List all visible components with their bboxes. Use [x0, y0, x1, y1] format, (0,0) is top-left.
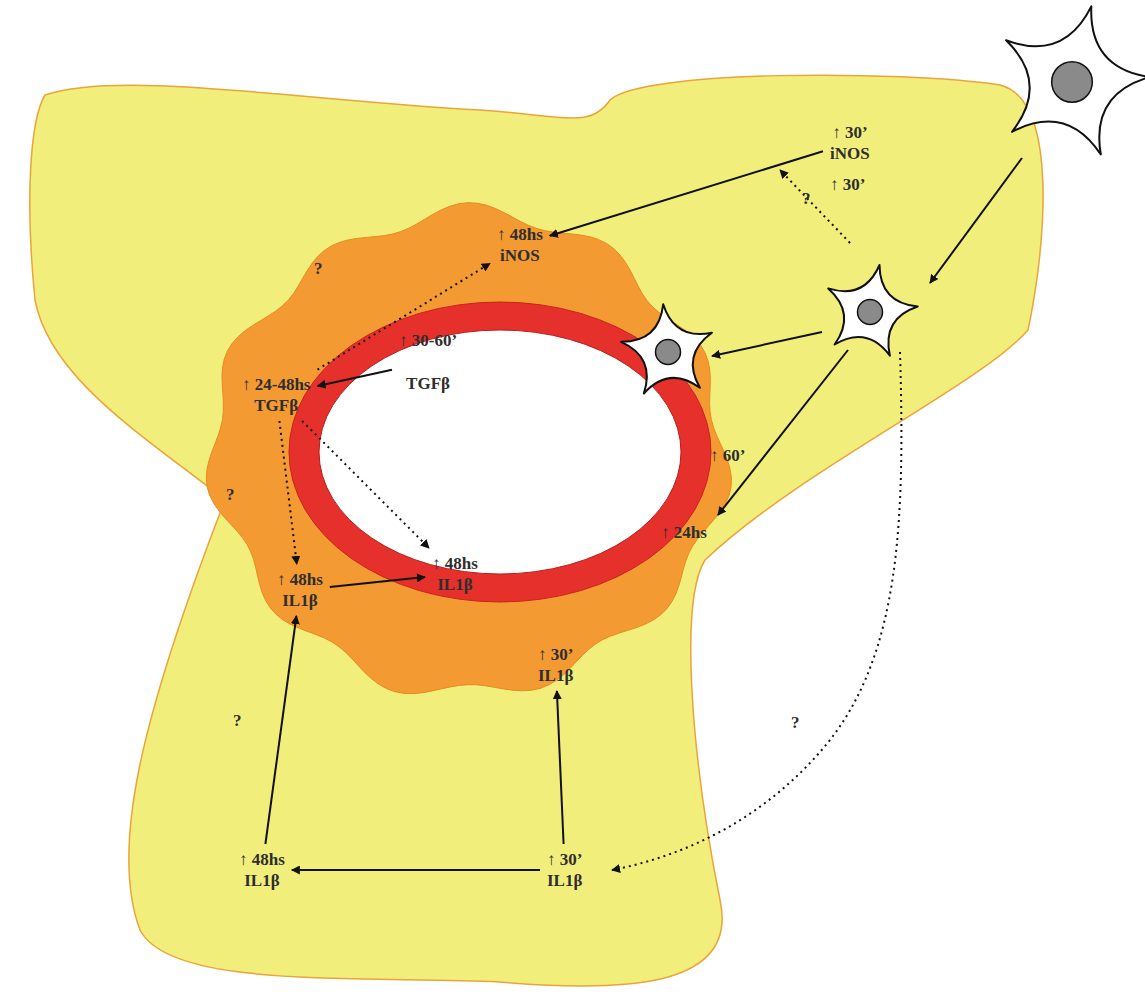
molecule-label: IL1β [239, 870, 285, 891]
cell [828, 265, 918, 356]
cell-arrows [612, 158, 1022, 870]
dotted-arrow [302, 421, 429, 548]
dotted-arrow [279, 421, 296, 564]
question-mark: ? [791, 712, 800, 733]
cell-nucleus [858, 300, 883, 325]
cell-arrow [718, 350, 848, 515]
solid-arrow [557, 691, 564, 844]
molecule-label: IL1β [538, 665, 573, 686]
white-lumen [319, 330, 681, 574]
molecule-label: TGFβ [242, 395, 310, 416]
molecule-label: IL1β [432, 574, 478, 595]
time-label: ↑ 60’ [710, 445, 745, 466]
label-node: ↑ 30’IL1β [543, 847, 586, 893]
cell [1006, 6, 1145, 154]
cell-body [828, 265, 918, 356]
time-label: ↑ 24-48hs [242, 374, 310, 395]
cell [621, 304, 712, 393]
question-mark: ? [233, 710, 242, 731]
cell-arrow [930, 158, 1022, 283]
question-mark: ? [314, 258, 323, 279]
time-label: ↑ 30’ [830, 174, 865, 195]
solid-arrow [318, 370, 393, 386]
time-label: ↑ 48hs [497, 224, 543, 245]
red-ring [289, 302, 711, 602]
molecule-label: iNOS [830, 143, 870, 164]
time-label: ↑ 48hs [432, 553, 478, 574]
label-node: ↑ 48hsIL1β [273, 567, 327, 613]
label-node: ↑ 30’IL1β [534, 642, 577, 688]
molecule-label: IL1β [547, 870, 582, 891]
time-label: ↑ 30-60’ [399, 330, 457, 351]
time-label: ↑ 24hs [661, 522, 707, 543]
cell-nucleus [1052, 62, 1093, 103]
question-mark: ? [802, 188, 811, 209]
label-node: ↑ 48hsIL1β [428, 551, 482, 597]
molecule-label: TGFβ [399, 373, 457, 394]
molecule-label: IL1β [277, 590, 323, 611]
label-node: ↑ 48hsIL1β [235, 847, 289, 893]
cell-arrow [712, 332, 822, 356]
time-label: ↑ 30’ [830, 122, 870, 143]
cell-body [621, 304, 712, 393]
solid-arrow [550, 151, 823, 236]
time-label: ↑ 30’ [538, 644, 573, 665]
label-node: ↑ 48hsiNOS [493, 222, 547, 268]
solid-arrow [330, 577, 425, 587]
solid-arrow [265, 616, 296, 844]
time-label: ↑ 48hs [239, 849, 285, 870]
label-node: ↑ 30’iNOS [826, 120, 874, 166]
label-node: ↑ 24-48hsTGFβ [238, 372, 314, 418]
orange-region [206, 203, 731, 694]
label-node: ↑ 30-60’ TGFβ [395, 328, 461, 396]
yellow-region [30, 75, 1043, 986]
cell-nucleus [656, 340, 681, 365]
dotted-arrow [318, 263, 491, 369]
solid-arrow [292, 869, 540, 871]
molecule-label: iNOS [497, 245, 543, 266]
cell-arrow [612, 352, 901, 870]
time-label: ↑ 48hs [277, 569, 323, 590]
question-mark: ? [226, 484, 235, 505]
time-label: ↑ 30’ [547, 849, 582, 870]
cell-body [1006, 6, 1145, 154]
